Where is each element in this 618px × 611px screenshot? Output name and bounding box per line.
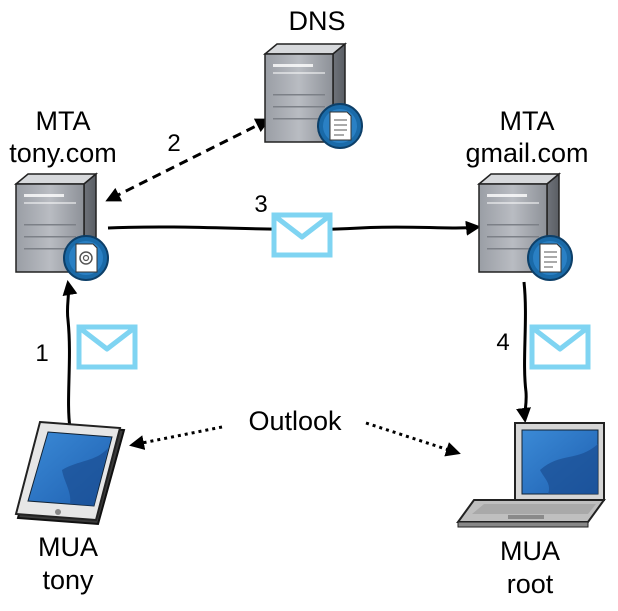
mta-tony-label-line1: MTA (36, 106, 91, 136)
dns-server-icon (264, 43, 363, 149)
tablet-icon (14, 420, 126, 526)
envelope-icon (76, 324, 138, 370)
mta-gmail-label-line1: MTA (500, 106, 555, 136)
document-badge-icon (317, 103, 363, 149)
mua-root-label-line2: root (507, 569, 554, 599)
mta-tony-label-line2: tony.com (9, 138, 117, 168)
arrow-mta-to-mua (516, 281, 531, 423)
envelope-icon (529, 324, 591, 370)
mua-root-label-line1: MUA (500, 536, 560, 566)
envelope-icon (271, 212, 333, 258)
step-3-label: 3 (254, 191, 267, 218)
mail-badge-icon (63, 235, 109, 281)
mua-tony-label-line2: tony (42, 565, 94, 595)
dns-label: DNS (288, 6, 345, 36)
mail-badge-icon (527, 235, 573, 281)
arrow-mua-to-mta (62, 280, 78, 429)
mta-tony-server-icon (15, 173, 109, 281)
step-2-label: 2 (167, 130, 180, 157)
arrow-dns-query (105, 118, 271, 202)
step-1-label: 1 (35, 340, 48, 367)
mua-tony-label-line1: MUA (38, 532, 98, 562)
outlook-label: Outlook (248, 406, 342, 436)
mta-gmail-label-line2: gmail.com (465, 138, 588, 168)
arrow-outlook-right (365, 421, 461, 457)
step-4-label: 4 (496, 329, 509, 356)
laptop-icon (456, 422, 606, 528)
arrow-mta-to-mta (107, 220, 481, 236)
arrow-outlook-left (129, 425, 223, 451)
mta-gmail-server-icon (478, 173, 573, 281)
